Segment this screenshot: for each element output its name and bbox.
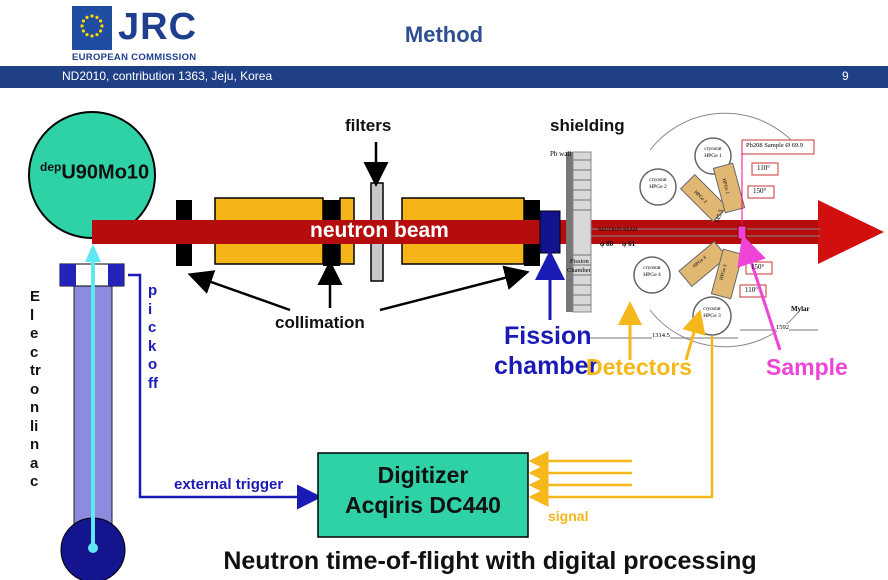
schematic-angle-150a: 150° — [753, 187, 767, 195]
filters-label: filters — [345, 116, 392, 135]
cryostat-1-text: cryostat — [704, 146, 722, 152]
sample-marker — [737, 225, 747, 240]
shielding-wall — [566, 152, 573, 312]
digitizer-label-2: Acqiris DC440 — [345, 492, 501, 518]
pickoff-right — [108, 264, 124, 286]
hpge-2-crystal — [679, 173, 729, 223]
schematic-dim-2: 1592 — [776, 324, 789, 331]
angle-box-150a — [747, 185, 775, 199]
schematic-cryostat-1: cryostat HPGe 1 — [697, 146, 729, 160]
schematic-mylar: Mylar — [791, 305, 810, 313]
slide-title: Method — [404, 22, 484, 47]
schematic-sample-note: Pb208 Sample Ø 69.9 — [746, 142, 804, 149]
shielding-label: shielding — [550, 116, 625, 135]
fission-chamber-block — [539, 210, 561, 254]
fission-label-2: chamber — [494, 352, 599, 380]
cryostat-2-text: cryostat — [649, 177, 667, 183]
target-label-prefix: dep — [40, 160, 62, 174]
signal-label: signal — [548, 508, 589, 524]
schematic-fission-2: Chamber — [567, 267, 591, 274]
hpge-4-crystal — [678, 240, 728, 288]
digitizer-label-1: Digitizer — [377, 462, 469, 488]
neutron-beam — [92, 220, 822, 244]
hpge-1-text: HPGe 1 — [704, 153, 722, 159]
beam-arrow-head — [818, 200, 884, 264]
diagram-caption: Neutron time-of-flight with digital proc… — [223, 547, 757, 575]
schematic-angle-110a: 110° — [757, 164, 771, 172]
schematic-angle-150b: 150° — [751, 263, 765, 271]
hpge-2-text: HPGe 2 — [649, 184, 667, 190]
schematic-pb-wall: Pb wall — [550, 150, 572, 158]
collimation-label: collimation — [275, 313, 365, 332]
schematic-beam: NEUTRON BEAM — [598, 228, 638, 233]
digitizer-box — [317, 452, 529, 538]
jrc-logo-text: JRC — [118, 6, 198, 48]
page-number: 9 — [842, 69, 849, 83]
fission-label-1: Fission — [504, 322, 592, 350]
schematic-dim-1: 1314.5 — [652, 332, 670, 339]
electron-linac-text: Electron linac — [30, 288, 44, 490]
cryostat-4-text: cryostat — [643, 265, 661, 271]
shielding-fill — [572, 151, 592, 313]
hpge-4-text: HPGe 4 — [643, 272, 661, 278]
pickoff-text: pickoff — [148, 282, 158, 392]
cryostat-4-circle — [633, 256, 671, 294]
target-label: depU90Mo10 — [40, 160, 149, 185]
target-label-main: U90Mo10 — [61, 161, 150, 184]
pickoff-left — [60, 264, 76, 286]
cryostat-1-circle — [694, 137, 732, 175]
eu-stars-icon — [80, 14, 104, 38]
sample-label: Sample — [766, 354, 848, 380]
hpge-3-text: HPGe 3 — [703, 313, 721, 319]
schematic-fission-1: Fission — [570, 258, 589, 265]
detectors-label: Detectors — [586, 354, 693, 380]
schematic-cryostat-4: cryostat HPGe 4 — [636, 265, 668, 279]
cryostat-2-circle — [639, 168, 677, 206]
schematic-phi80: φ 80 — [600, 240, 614, 248]
schematic-angle-110b: 110° — [745, 286, 759, 294]
schematic-cryostat-2: cryostat HPGe 2 — [642, 177, 674, 191]
pickoff-label: pickoff — [148, 282, 160, 393]
eu-flag-logo — [72, 6, 112, 50]
angle-box-110a — [751, 162, 779, 176]
cryostat-3-text: cryostat — [703, 306, 721, 312]
schematic-cryostat-3: cryostat HPGe 3 — [696, 306, 728, 320]
beam-label: neutron beam — [310, 219, 449, 242]
european-commission-text: EUROPEAN COMMISSION — [72, 52, 197, 63]
conference-info: ND2010, contribution 1363, Jeju, Korea — [62, 69, 273, 83]
header-bar — [0, 66, 888, 88]
hpge-1-crystal — [712, 162, 746, 214]
schematic-phi61: φ 61 — [622, 240, 636, 248]
external-trigger-label: external trigger — [174, 476, 284, 493]
hpge-3-crystal — [710, 248, 744, 300]
